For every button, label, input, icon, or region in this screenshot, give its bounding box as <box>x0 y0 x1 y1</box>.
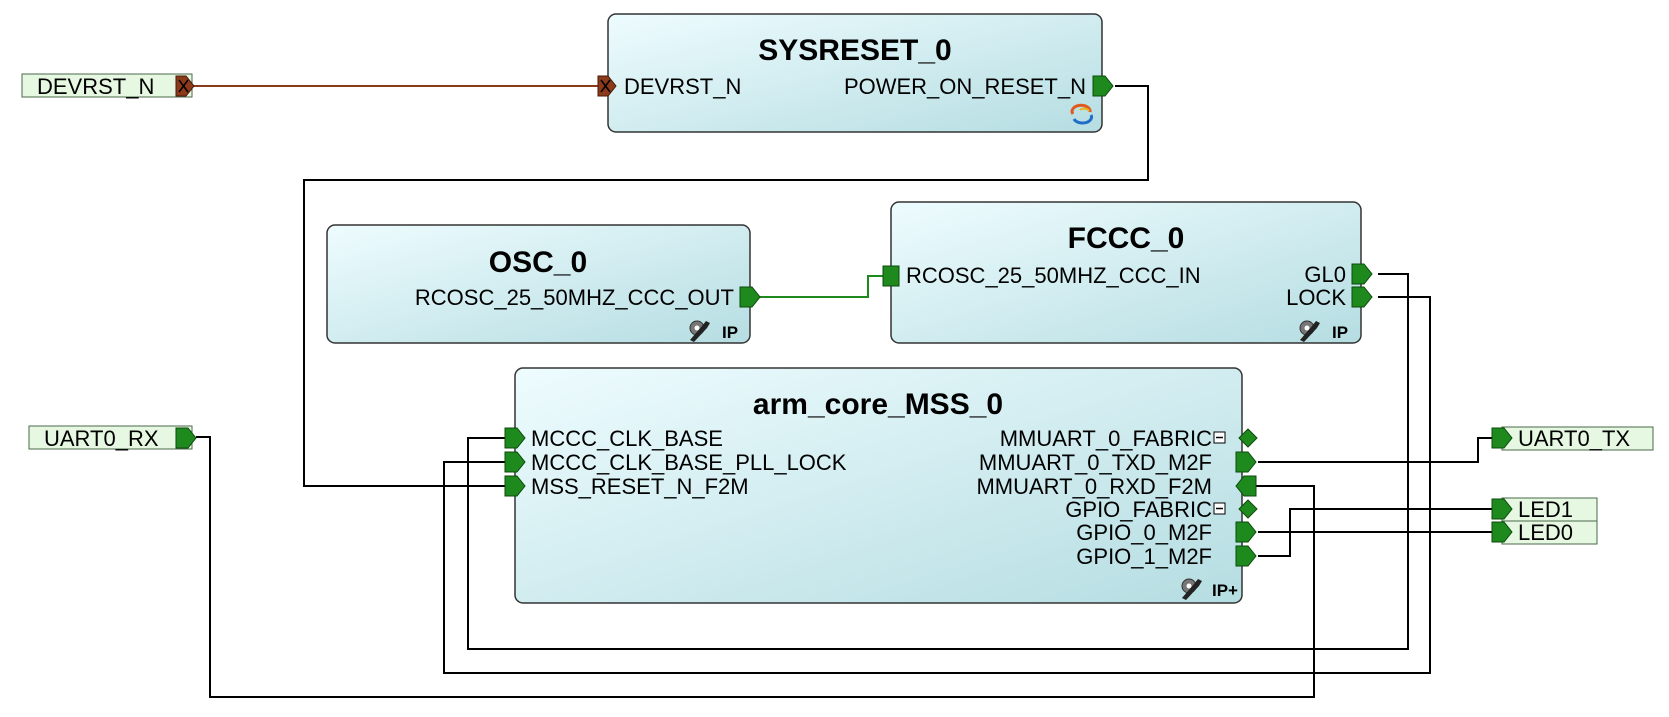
port-devrst-n-label: DEVRST_N <box>37 74 154 99</box>
pin-fccc-ccc-in[interactable]: RCOSC_25_50MHZ_CCC_IN <box>882 263 1201 288</box>
pin-mss-mmuart-0-fabric-label: MMUART_0_FABRIC <box>1000 426 1212 451</box>
wrench-gear-icon <box>1299 320 1320 342</box>
pin-mss-mccc-clk-base-label: MCCC_CLK_BASE <box>531 426 723 451</box>
pin-mss-mmuart-0-rxd-f2m-label: MMUART_0_RXD_F2M <box>976 474 1212 499</box>
pin-mss-mccc-clk-base-pll-lock[interactable]: MCCC_CLK_BASE_PLL_LOCK <box>504 450 847 475</box>
wires <box>192 85 1492 698</box>
wire-uart-tx[interactable] <box>1258 437 1492 463</box>
port-led0-label: LED0 <box>1518 520 1573 545</box>
block-sysreset[interactable]: SYSRESET_0 DEVRST_N POWER_ON_RESET_N <box>597 13 1114 133</box>
pin-fccc-gl0[interactable]: GL0 <box>1304 262 1373 287</box>
pin-fccc-gl0-label: GL0 <box>1304 262 1346 287</box>
block-osc-title: OSC_0 <box>489 246 587 279</box>
wire-power-on-reset[interactable] <box>303 85 1149 487</box>
pin-fccc-ccc-in-label: RCOSC_25_50MHZ_CCC_IN <box>906 263 1201 288</box>
block-sysreset-title: SYSRESET_0 <box>758 34 951 67</box>
wire-uart-rx[interactable] <box>196 436 1315 698</box>
pin-sysreset-power-on-reset-n-label: POWER_ON_RESET_N <box>844 74 1086 99</box>
pin-mss-gpio-fabric[interactable]: GPIO_FABRIC <box>1065 497 1258 522</box>
pin-osc-ccc-out[interactable]: RCOSC_25_50MHZ_CCC_OUT <box>415 285 761 310</box>
pin-mss-mccc-clk-base[interactable]: MCCC_CLK_BASE <box>504 426 723 451</box>
pin-mss-mmuart-0-txd-m2f[interactable]: MMUART_0_TXD_M2F <box>979 450 1257 475</box>
port-uart0-tx[interactable]: UART0_TX <box>1491 426 1654 451</box>
wrench-gear-icon <box>1181 578 1202 600</box>
block-osc[interactable]: OSC_0 RCOSC_25_50MHZ_CCC_OUT IP <box>326 224 761 344</box>
pin-mss-mccc-clk-base-pll-lock-label: MCCC_CLK_BASE_PLL_LOCK <box>531 450 847 475</box>
pin-mss-mmuart-0-fabric[interactable]: MMUART_0_FABRIC <box>1000 426 1258 451</box>
wire-gpio1[interactable] <box>1258 508 1492 557</box>
port-led1-label: LED1 <box>1518 497 1573 522</box>
wire-gl0[interactable] <box>467 273 1409 650</box>
pin-mss-mmuart-0-txd-m2f-label: MMUART_0_TXD_M2F <box>979 450 1212 475</box>
port-uart0-rx[interactable]: UART0_RX <box>28 425 197 451</box>
pin-fccc-lock-label: LOCK <box>1286 285 1346 310</box>
block-mss-title: arm_core_MSS_0 <box>753 388 1003 421</box>
pin-mss-mss-reset-n-f2m[interactable]: MSS_RESET_N_F2M <box>504 474 749 499</box>
port-uart0-rx-label: UART0_RX <box>44 426 159 451</box>
wire-osc-to-fccc[interactable] <box>760 275 883 298</box>
pin-fccc-lock[interactable]: LOCK <box>1286 285 1373 310</box>
ip-badge-fccc: IP <box>1332 323 1348 342</box>
port-uart0-tx-label: UART0_TX <box>1518 426 1630 451</box>
ip-badge-mss: IP+ <box>1212 581 1238 600</box>
microsemi-logo-icon <box>1070 103 1093 125</box>
pin-sysreset-devrst-n[interactable]: DEVRST_N <box>597 74 741 99</box>
pin-sysreset-power-on-reset-n[interactable]: POWER_ON_RESET_N <box>844 74 1114 99</box>
pin-mss-gpio-1-m2f-label: GPIO_1_M2F <box>1076 544 1212 569</box>
pin-mss-gpio-1-m2f[interactable]: GPIO_1_M2F <box>1076 544 1257 569</box>
block-fccc-title: FCCC_0 <box>1068 222 1185 255</box>
port-devrst-n[interactable]: DEVRST_N <box>21 73 195 99</box>
pin-mss-gpio-fabric-label: GPIO_FABRIC <box>1065 497 1212 522</box>
wire-lock[interactable] <box>443 296 1431 674</box>
ip-badge-osc: IP <box>722 323 738 342</box>
wrench-gear-icon <box>689 320 710 342</box>
pin-osc-ccc-out-label: RCOSC_25_50MHZ_CCC_OUT <box>415 285 734 310</box>
block-mss[interactable]: arm_core_MSS_0 MCCC_CLK_BASE MCCC_CLK_BA… <box>504 367 1258 604</box>
pin-mss-gpio-0-m2f[interactable]: GPIO_0_M2F <box>1076 520 1257 545</box>
block-fccc[interactable]: FCCC_0 RCOSC_25_50MHZ_CCC_IN GL0 LOCK IP <box>882 201 1373 344</box>
pin-mss-mmuart-0-rxd-f2m[interactable]: MMUART_0_RXD_F2M <box>976 474 1257 499</box>
pin-mss-gpio-0-m2f-label: GPIO_0_M2F <box>1076 520 1212 545</box>
port-led0[interactable]: LED0 <box>1491 520 1598 545</box>
port-led1[interactable]: LED1 <box>1491 497 1598 522</box>
pin-sysreset-devrst-n-label: DEVRST_N <box>624 74 741 99</box>
pin-mss-mss-reset-n-f2m-label: MSS_RESET_N_F2M <box>531 474 749 499</box>
